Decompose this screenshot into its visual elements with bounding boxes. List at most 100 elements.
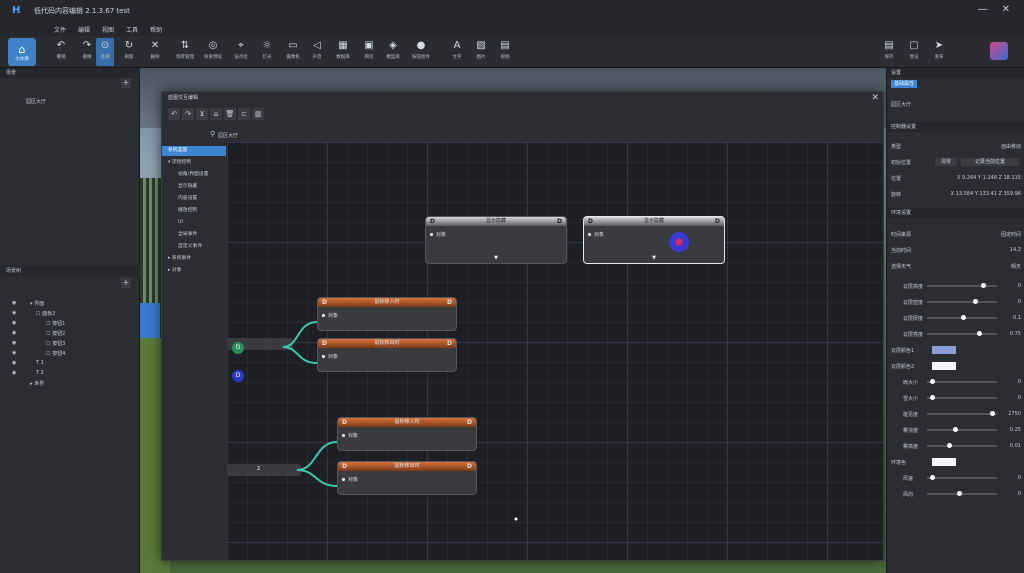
weather-select[interactable]: 晴天 [1010, 264, 1021, 270]
library-item[interactable]: 内容设置 [178, 196, 198, 201]
library-item[interactable]: ▸ 对象 [168, 268, 182, 273]
tree-item[interactable]: ☐ 按钮1 [46, 321, 66, 327]
toolbar-button-17[interactable]: ▤视频 [496, 38, 514, 66]
node-pin-object[interactable]: 对象 [342, 476, 358, 483]
partial-node-2[interactable]: 2 [227, 464, 301, 476]
slider-track[interactable] [927, 411, 997, 416]
visibility-eye-icon[interactable]: ◉ [12, 360, 17, 366]
library-item[interactable]: 播放控制 [178, 208, 198, 213]
library-item[interactable]: ▾ 流程控制 [168, 160, 192, 165]
slider-track[interactable] [927, 283, 997, 288]
slider-knob[interactable] [973, 299, 979, 304]
blueprint-tool-icon[interactable]: ⊂ [238, 108, 250, 120]
slider-knob[interactable] [946, 443, 952, 448]
toolbar-button-4[interactable]: ✕删除 [146, 38, 164, 66]
toolbar-right-button-2[interactable]: ➤发布 [930, 38, 948, 66]
toolbar-button-6[interactable]: ◎效果预设 [204, 38, 222, 66]
toolbar-button-11[interactable]: ▦数据库 [334, 38, 352, 66]
slider-track[interactable] [927, 331, 997, 336]
visibility-eye-icon[interactable]: ◉ [12, 310, 17, 316]
tree-item[interactable]: T 2 [36, 370, 44, 376]
minimize-icon[interactable]: — [977, 4, 988, 15]
slider-knob[interactable] [981, 283, 987, 288]
tree-item[interactable]: ☐ 面板2 [36, 311, 56, 317]
toolbar-button-8[interactable]: ☼灯光 [258, 38, 276, 66]
toolbar-button-9[interactable]: ▭摄像机 [284, 38, 302, 66]
rotation-value[interactable]: X 13.584 Y 133.41 Z 359.96 [950, 191, 1021, 197]
slider-knob[interactable] [930, 395, 936, 400]
tree-item[interactable]: ▸ 世界 [30, 381, 45, 387]
close-icon[interactable]: ✕ [1001, 4, 1010, 15]
position-value[interactable]: X 9.264 Y 1.248 Z 18.115 [957, 175, 1021, 181]
blueprint-tool-icon[interactable]: 🗑 [224, 108, 236, 120]
toolbar-button-14[interactable]: ●按钮组件 [412, 38, 430, 66]
time-source-select[interactable]: 固定时间 [1000, 232, 1021, 238]
record-position-button[interactable]: 记录当前位置 [961, 158, 1019, 166]
slider-track[interactable] [927, 491, 997, 496]
slider-track[interactable] [927, 475, 997, 480]
toolbar-button-10[interactable]: ◁声音 [308, 38, 326, 66]
node-pin-object[interactable]: 对象 [322, 312, 338, 319]
library-item[interactable]: 视角/界面设置 [178, 172, 209, 177]
slider-knob[interactable] [961, 315, 967, 320]
slider-knob[interactable] [930, 379, 936, 384]
visibility-eye-icon[interactable]: ◉ [12, 370, 17, 376]
library-item[interactable]: 显示隐藏 [178, 184, 198, 189]
node-pin-object[interactable]: 对象 [322, 353, 338, 360]
slider-knob[interactable] [930, 475, 936, 480]
slider-track[interactable] [927, 379, 997, 384]
expand-arrow-icon[interactable]: ▼ [652, 255, 656, 261]
cloud-color2-swatch[interactable] [932, 362, 956, 370]
visibility-eye-icon[interactable]: ◉ [12, 320, 17, 326]
visibility-eye-icon[interactable]: ◉ [12, 350, 17, 356]
blueprint-search[interactable]: ⚲ 园区大厅 [164, 130, 238, 140]
tree-item[interactable]: ☐ 按钮4 [46, 351, 66, 357]
toolbar-button-2[interactable]: ⊙选择 [96, 38, 114, 66]
slider-knob[interactable] [976, 331, 982, 336]
tree-item[interactable]: ☐ 按钮2 [46, 331, 66, 337]
blueprint-tool-icon[interactable]: ↶ [168, 108, 180, 120]
node-pin-object[interactable]: 对象 [430, 231, 446, 238]
toolbar-button-13[interactable]: ◈模型库 [384, 38, 402, 66]
blueprint-close-icon[interactable]: ✕ [871, 93, 879, 103]
reset-button[interactable]: 清零 [935, 158, 957, 166]
library-item[interactable]: 全局事件 [178, 232, 198, 237]
slider-track[interactable] [927, 427, 997, 432]
toolbar-button-0[interactable]: ↶撤销 [52, 38, 70, 66]
slider-track[interactable] [927, 443, 997, 448]
home-button[interactable]: ⌂ 小水滴 [8, 38, 36, 66]
blueprint-tool-icon[interactable]: ▥ [252, 108, 264, 120]
blueprint-tool-icon[interactable]: ⌂ [210, 108, 222, 120]
tree-item[interactable]: ▾ 界面 [30, 301, 45, 307]
slider-knob[interactable] [989, 411, 995, 416]
expand-arrow-icon[interactable]: ▼ [494, 255, 498, 261]
menu-view[interactable]: 视图 [102, 26, 115, 34]
visibility-eye-icon[interactable]: ◉ [12, 330, 17, 336]
current-time-value[interactable]: 14.2 [1009, 247, 1021, 253]
library-item[interactable]: ▸ 系统事件 [168, 256, 192, 261]
menu-tools[interactable]: 工具 [126, 26, 139, 34]
toolbar-button-3[interactable]: ↻刷新 [120, 38, 138, 66]
toolbar-button-7[interactable]: ⌖设点位 [232, 38, 250, 66]
menu-file[interactable]: 文件 [54, 26, 67, 34]
avatar[interactable] [990, 42, 1008, 60]
visibility-eye-icon[interactable]: ◉ [12, 300, 17, 306]
menu-help[interactable]: 帮助 [150, 26, 163, 34]
slider-track[interactable] [927, 395, 997, 400]
toolbar-right-button-0[interactable]: ▤保存 [880, 38, 898, 66]
tree-item[interactable]: T 1 [36, 360, 44, 366]
type-select[interactable]: 自由移动 [1000, 144, 1021, 150]
toolbar-button-5[interactable]: ⇅场景管理 [176, 38, 194, 66]
tree-item[interactable]: ☐ 按钮3 [46, 341, 66, 347]
add-node-button[interactable]: + [121, 278, 131, 288]
slider-track[interactable] [927, 315, 997, 320]
slider-track[interactable] [927, 299, 997, 304]
blueprint-tool-icon[interactable]: ↷ [182, 108, 194, 120]
